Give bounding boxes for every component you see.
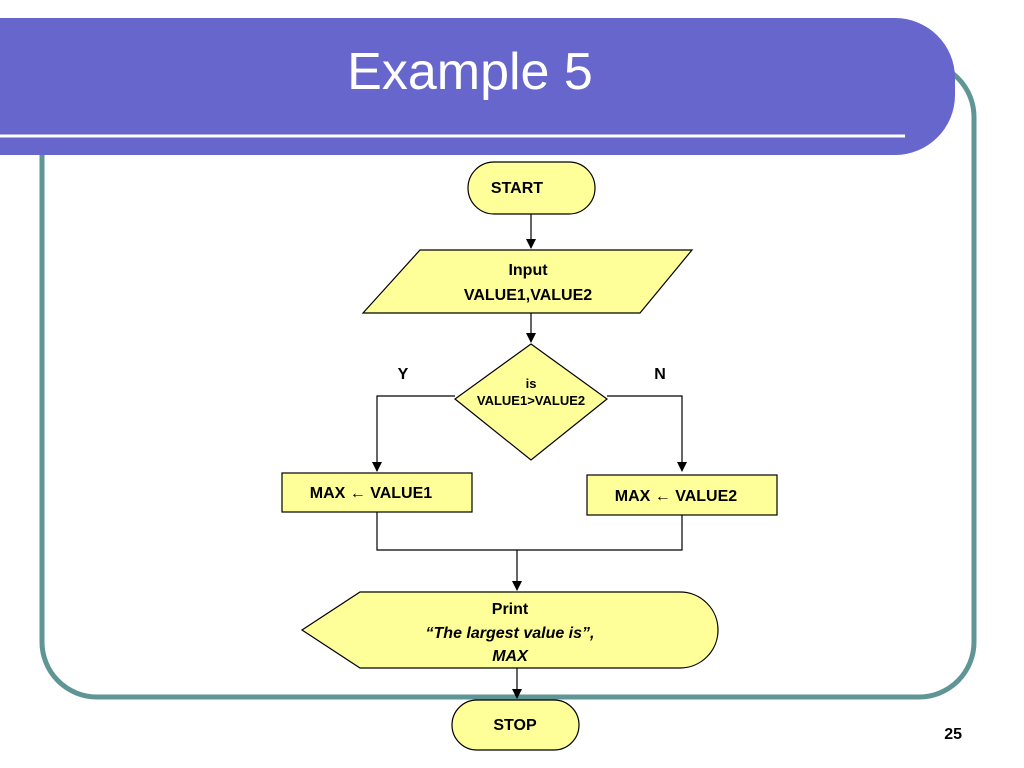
assign-no-label: MAX ← VALUE2 (615, 488, 737, 505)
input-node: Input VALUE1,VALUE2 (361, 249, 694, 314)
stop-node: STOP (451, 699, 580, 751)
assign-yes-node: MAX ← VALUE1 (281, 472, 473, 513)
print-message: “The largest value is”, (426, 625, 595, 642)
arrow-yes-branch (372, 395, 455, 472)
print-node: Print “The largest value is”, MAX (300, 591, 719, 669)
no-label: N (654, 366, 666, 383)
slide-title: Example 5 (347, 43, 593, 101)
start-node: START (467, 161, 596, 215)
decision-condition: VALUE1>VALUE2 (477, 393, 585, 408)
assign-yes-label: MAX ← VALUE1 (310, 485, 432, 502)
yes-label: Y (398, 366, 409, 383)
print-label: Print (492, 601, 529, 618)
assign-no-node: MAX ← VALUE2 (586, 474, 778, 516)
stop-label: STOP (493, 717, 537, 734)
title-band (0, 18, 955, 155)
arrow-no-branch (607, 395, 687, 472)
decision-node: is VALUE1>VALUE2 (454, 343, 608, 461)
start-label: START (491, 180, 543, 197)
input-values: VALUE1,VALUE2 (464, 287, 592, 304)
page-number: 25 (944, 726, 962, 743)
print-variable: MAX (492, 648, 529, 665)
decision-label: is (526, 376, 537, 391)
merge-line (376, 512, 683, 551)
input-label: Input (508, 262, 548, 279)
